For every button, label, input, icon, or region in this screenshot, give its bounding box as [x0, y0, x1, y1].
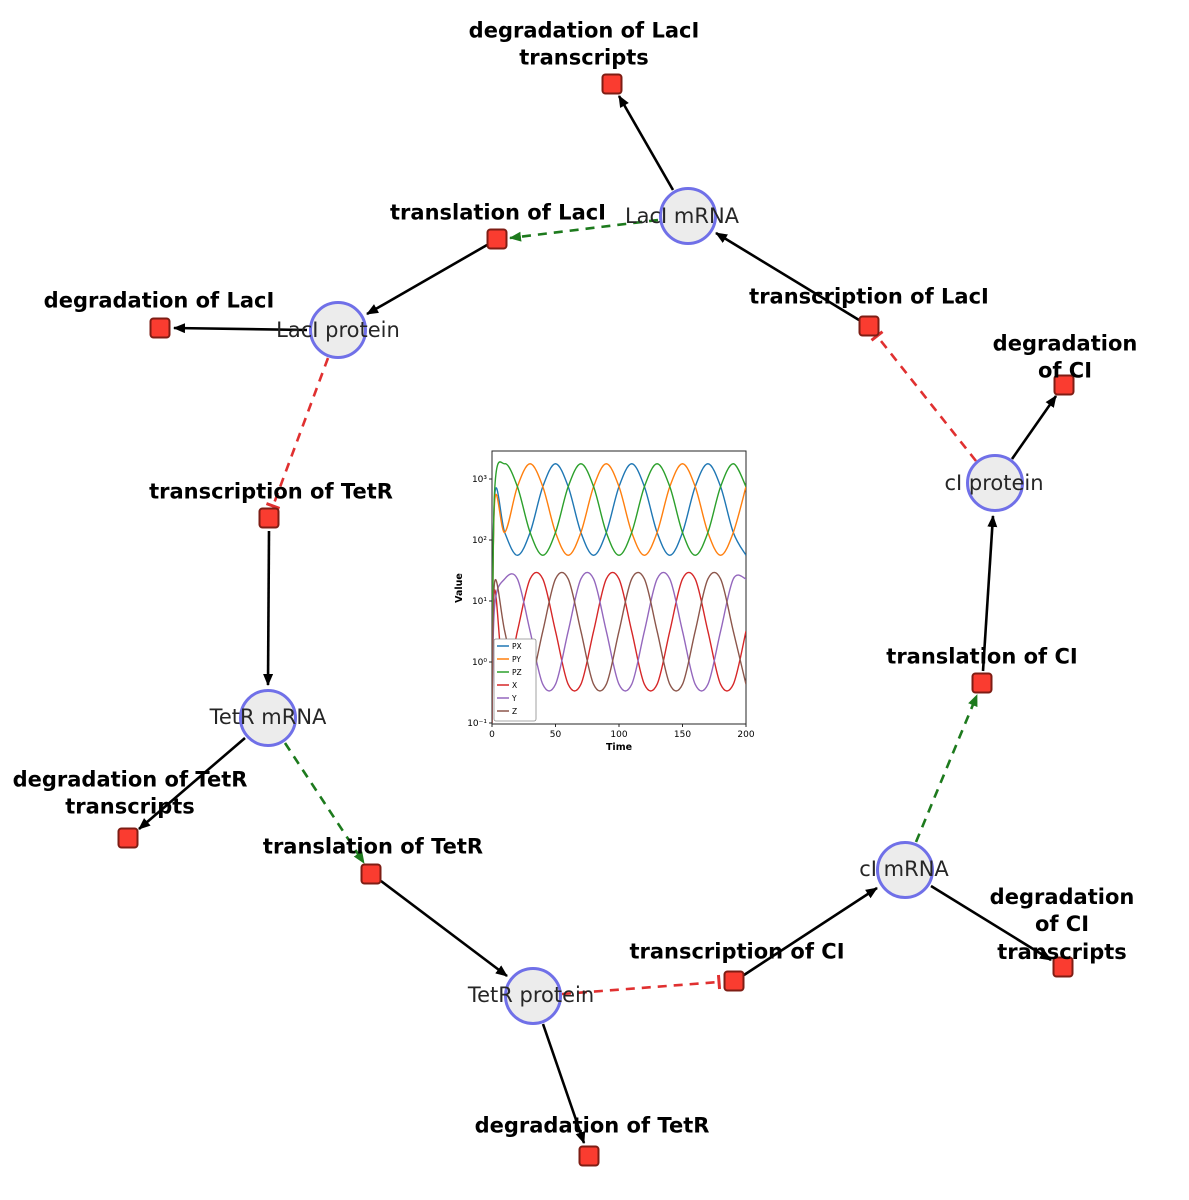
species-node-laci-protein[interactable]	[309, 301, 367, 359]
edge-transcription-ci-to-ci-mrna	[743, 886, 878, 977]
svg-text:200: 200	[737, 730, 754, 740]
svg-text:X: X	[512, 681, 517, 690]
reaction-label-deg-tetr: degradation of TetR	[474, 1113, 710, 1138]
edge-translation-laci-to-laci-protein	[366, 243, 488, 316]
edge-ci-protein-inhibits-transcription-laci	[870, 330, 978, 462]
svg-text:PY: PY	[512, 655, 521, 664]
species-node-tetr-mrna[interactable]	[239, 689, 297, 747]
edge-laci-protein-inhibits-transcription-tetr	[265, 357, 330, 510]
svg-text:PX: PX	[512, 642, 522, 651]
reaction-node-translation-tetr[interactable]	[360, 863, 382, 885]
edge-transcription-laci-to-laci-mrna	[715, 231, 860, 322]
svg-text:Z: Z	[512, 707, 517, 716]
edge-tetr-mrna-to-deg-tetr-transcripts	[138, 737, 246, 830]
species-node-ci-mrna[interactable]	[876, 841, 934, 899]
edge-laci-protein-to-deg-laci	[173, 323, 308, 334]
reaction-node-deg-laci-transcripts[interactable]	[601, 73, 623, 95]
species-label-tetr-mrna: TetR mRNA	[209, 705, 327, 729]
reaction-label-deg-laci: degradation of LacI	[43, 288, 275, 313]
reaction-node-deg-laci[interactable]	[149, 317, 171, 339]
edge-tetr-mrna-to-translation-tetr	[283, 742, 366, 864]
reaction-node-transcription-laci[interactable]	[858, 315, 880, 337]
reaction-label-deg-ci: degradation of CI	[992, 331, 1138, 383]
svg-text:10³: 10³	[472, 475, 487, 485]
reaction-node-translation-laci[interactable]	[486, 228, 508, 250]
svg-text:0: 0	[489, 730, 495, 740]
reaction-label-deg-tetr-transcripts: degradation of TetR transcripts	[12, 767, 248, 819]
edge-tetr-protein-inhibits-transcription-ci	[561, 974, 722, 996]
species-label-laci-protein: LacI protein	[276, 318, 400, 342]
svg-text:10⁰: 10⁰	[472, 658, 487, 668]
svg-text:10²: 10²	[472, 536, 487, 546]
species-node-ci-protein[interactable]	[966, 454, 1024, 512]
svg-text:100: 100	[610, 730, 627, 740]
reaction-node-translation-ci[interactable]	[971, 672, 993, 694]
edge-ci-mrna-to-deg-ci-transcripts	[930, 884, 1052, 962]
svg-text:Time: Time	[606, 742, 632, 753]
reaction-node-deg-tetr[interactable]	[578, 1145, 600, 1167]
edge-laci-mrna-to-deg-laci-transcripts	[617, 95, 675, 191]
svg-text:Value: Value	[454, 573, 465, 603]
reaction-label-transcription-ci: transcription of CI	[629, 939, 845, 964]
reaction-label-deg-ci-transcripts: degradation of CI transcripts	[989, 885, 1135, 964]
edge-tetr-protein-to-deg-tetr	[541, 1023, 586, 1144]
svg-text:PZ: PZ	[512, 668, 522, 677]
species-label-laci-mrna: LacI mRNA	[624, 204, 740, 228]
edge-translation-ci-to-ci-protein	[981, 515, 998, 672]
reaction-node-deg-tetr-transcripts[interactable]	[117, 827, 139, 849]
reaction-node-deg-ci[interactable]	[1053, 374, 1075, 396]
svg-text:Y: Y	[511, 694, 517, 703]
svg-text:10¹: 10¹	[472, 597, 487, 607]
reaction-label-translation-tetr: translation of TetR	[262, 834, 484, 859]
edge-transcription-tetr-to-tetr-mrna	[263, 530, 274, 686]
svg-text:50: 50	[550, 730, 562, 740]
reaction-label-transcription-laci: transcription of LacI	[749, 284, 989, 309]
reaction-label-transcription-tetr: transcription of TetR	[149, 479, 393, 504]
edge-laci-mrna-to-translation-laci	[509, 218, 659, 242]
reaction-node-deg-ci-transcripts[interactable]	[1052, 956, 1074, 978]
svg-text:10⁻¹: 10⁻¹	[467, 719, 487, 729]
species-label-tetr-protein: TetR protein	[467, 983, 595, 1007]
edge-translation-tetr-to-tetr-protein	[380, 879, 508, 978]
species-node-tetr-protein[interactable]	[504, 967, 562, 1025]
reaction-label-translation-laci: translation of LacI	[390, 200, 606, 225]
species-label-ci-mrna: cI mRNA	[859, 857, 949, 881]
reaction-node-transcription-ci[interactable]	[723, 970, 745, 992]
reaction-label-deg-laci-transcripts: degradation of LacI transcripts	[468, 18, 700, 70]
reaction-label-translation-ci: translation of CI	[886, 644, 1078, 669]
edge-ci-mrna-to-translation-ci	[914, 694, 979, 843]
svg-text:150: 150	[674, 730, 691, 740]
reaction-node-transcription-tetr[interactable]	[258, 507, 280, 529]
edge-ci-protein-to-deg-ci	[1010, 395, 1058, 460]
species-label-ci-protein: cI protein	[944, 471, 1044, 495]
species-node-laci-mrna[interactable]	[659, 187, 717, 245]
